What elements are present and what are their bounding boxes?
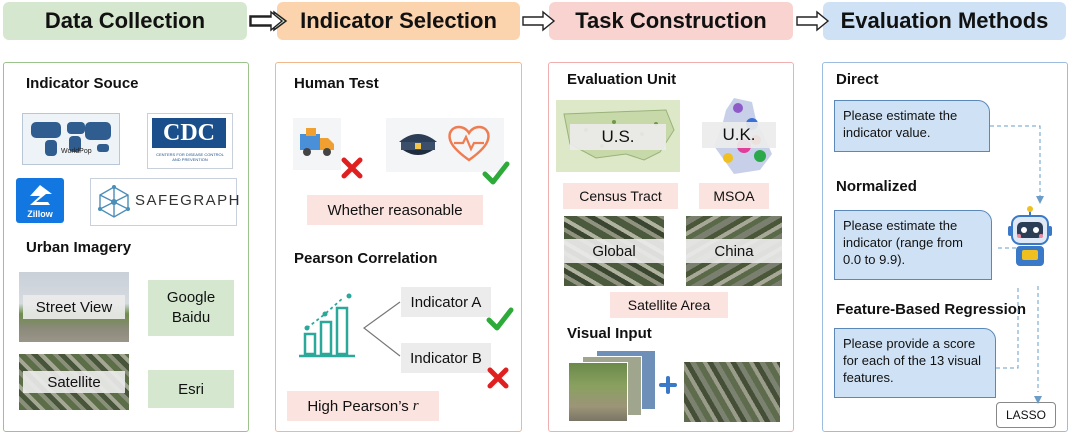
uk-map: U.K. [694, 96, 784, 176]
urban-imagery-heading: Urban Imagery [26, 239, 132, 256]
visual-input-heading: Visual Input [567, 325, 652, 342]
stage-evaluation-methods: Evaluation Methods [823, 2, 1066, 40]
human-test-heading: Human Test [294, 75, 379, 92]
safegraph-icon [98, 185, 130, 218]
street-photo [568, 362, 628, 422]
normalized-prompt: Please estimate the indicator (range fro… [834, 210, 992, 280]
cdc-label: CDC [152, 118, 226, 148]
safegraph-logo: SAFEGRAPH [90, 178, 240, 226]
google-baidu-box: Google Baidu [148, 280, 234, 336]
zillow-logo: Zillow [16, 178, 64, 223]
zillow-icon [30, 185, 52, 205]
census-tract-box: Census Tract [563, 183, 678, 209]
world-map-icon [31, 122, 111, 156]
stage-task-construction: Task Construction [549, 2, 793, 40]
evaluation-connectors [990, 125, 1044, 404]
global-satellite-tile: Global [564, 216, 664, 286]
high-pearson-box: High Pearson’s r [287, 391, 439, 421]
bar-chart-icon [299, 293, 355, 358]
esri-box: Esri [148, 370, 234, 408]
stage-indicator-selection: Indicator Selection [277, 2, 520, 40]
china-label: China [686, 239, 782, 263]
indicator-source-heading: Indicator Souce [26, 75, 139, 92]
satellite-area-box: Satellite Area [610, 292, 728, 318]
whether-reasonable-box: Whether reasonable [307, 195, 483, 225]
check-icon [482, 161, 510, 185]
street-view-label: Street View [23, 295, 125, 319]
feature-based-heading: Feature-Based Regression [836, 301, 1027, 318]
cdc-logo: CDC CENTERS FOR DISEASE CONTROL AND PREV… [147, 113, 233, 169]
global-label: Global [564, 239, 664, 263]
worldpop-logo: WorldPop [22, 113, 120, 165]
indicator-a-box: Indicator A [401, 287, 491, 317]
google-label: Google [166, 289, 216, 306]
msoa-box: MSOA [699, 183, 769, 209]
pearson-correlation-heading: Pearson Correlation [294, 250, 438, 267]
direct-prompt: Please estimate the indicator value. [834, 100, 990, 152]
police-cap-icon [399, 134, 437, 155]
check-icon [486, 307, 514, 331]
us-map: U.S. [556, 100, 680, 172]
baidu-label: Baidu [171, 309, 211, 326]
zillow-label: Zillow [27, 209, 53, 219]
normalized-heading: Normalized [836, 178, 917, 195]
high-pearson-label: High Pearson’s [307, 397, 409, 415]
delivery-truck-icon [300, 128, 334, 156]
lasso-box: LASSO [996, 402, 1056, 428]
china-satellite-tile: China [686, 216, 782, 286]
indicator-b-box: Indicator B [401, 343, 491, 373]
robot-icon [1008, 206, 1052, 266]
cross-icon [487, 367, 509, 389]
stage-data-collection: Data Collection [3, 2, 247, 40]
satellite-input-image [684, 362, 780, 422]
street-view-image: Street View [19, 272, 129, 342]
satellite-label: Satellite [23, 371, 125, 393]
cross-icon [341, 157, 363, 179]
evaluation-unit-heading: Evaluation Unit [567, 71, 677, 88]
pearson-r-symbol: r [412, 397, 419, 414]
satellite-image: Satellite [19, 354, 129, 410]
feature-prompt: Please provide a score for each of the 1… [834, 328, 996, 398]
heart-icon [448, 125, 490, 162]
us-label: U.S. [570, 124, 666, 150]
plus-icon [659, 376, 677, 394]
cdc-sublabel: CENTERS FOR DISEASE CONTROL AND PREVENTI… [156, 152, 224, 162]
direct-heading: Direct [836, 71, 879, 88]
stage-arrows [249, 10, 830, 32]
uk-label: U.K. [702, 122, 776, 148]
worldpop-label: WorldPop [61, 148, 92, 155]
split-arrow-lines [362, 301, 401, 357]
safegraph-label: SAFEGRAPH [135, 192, 242, 209]
